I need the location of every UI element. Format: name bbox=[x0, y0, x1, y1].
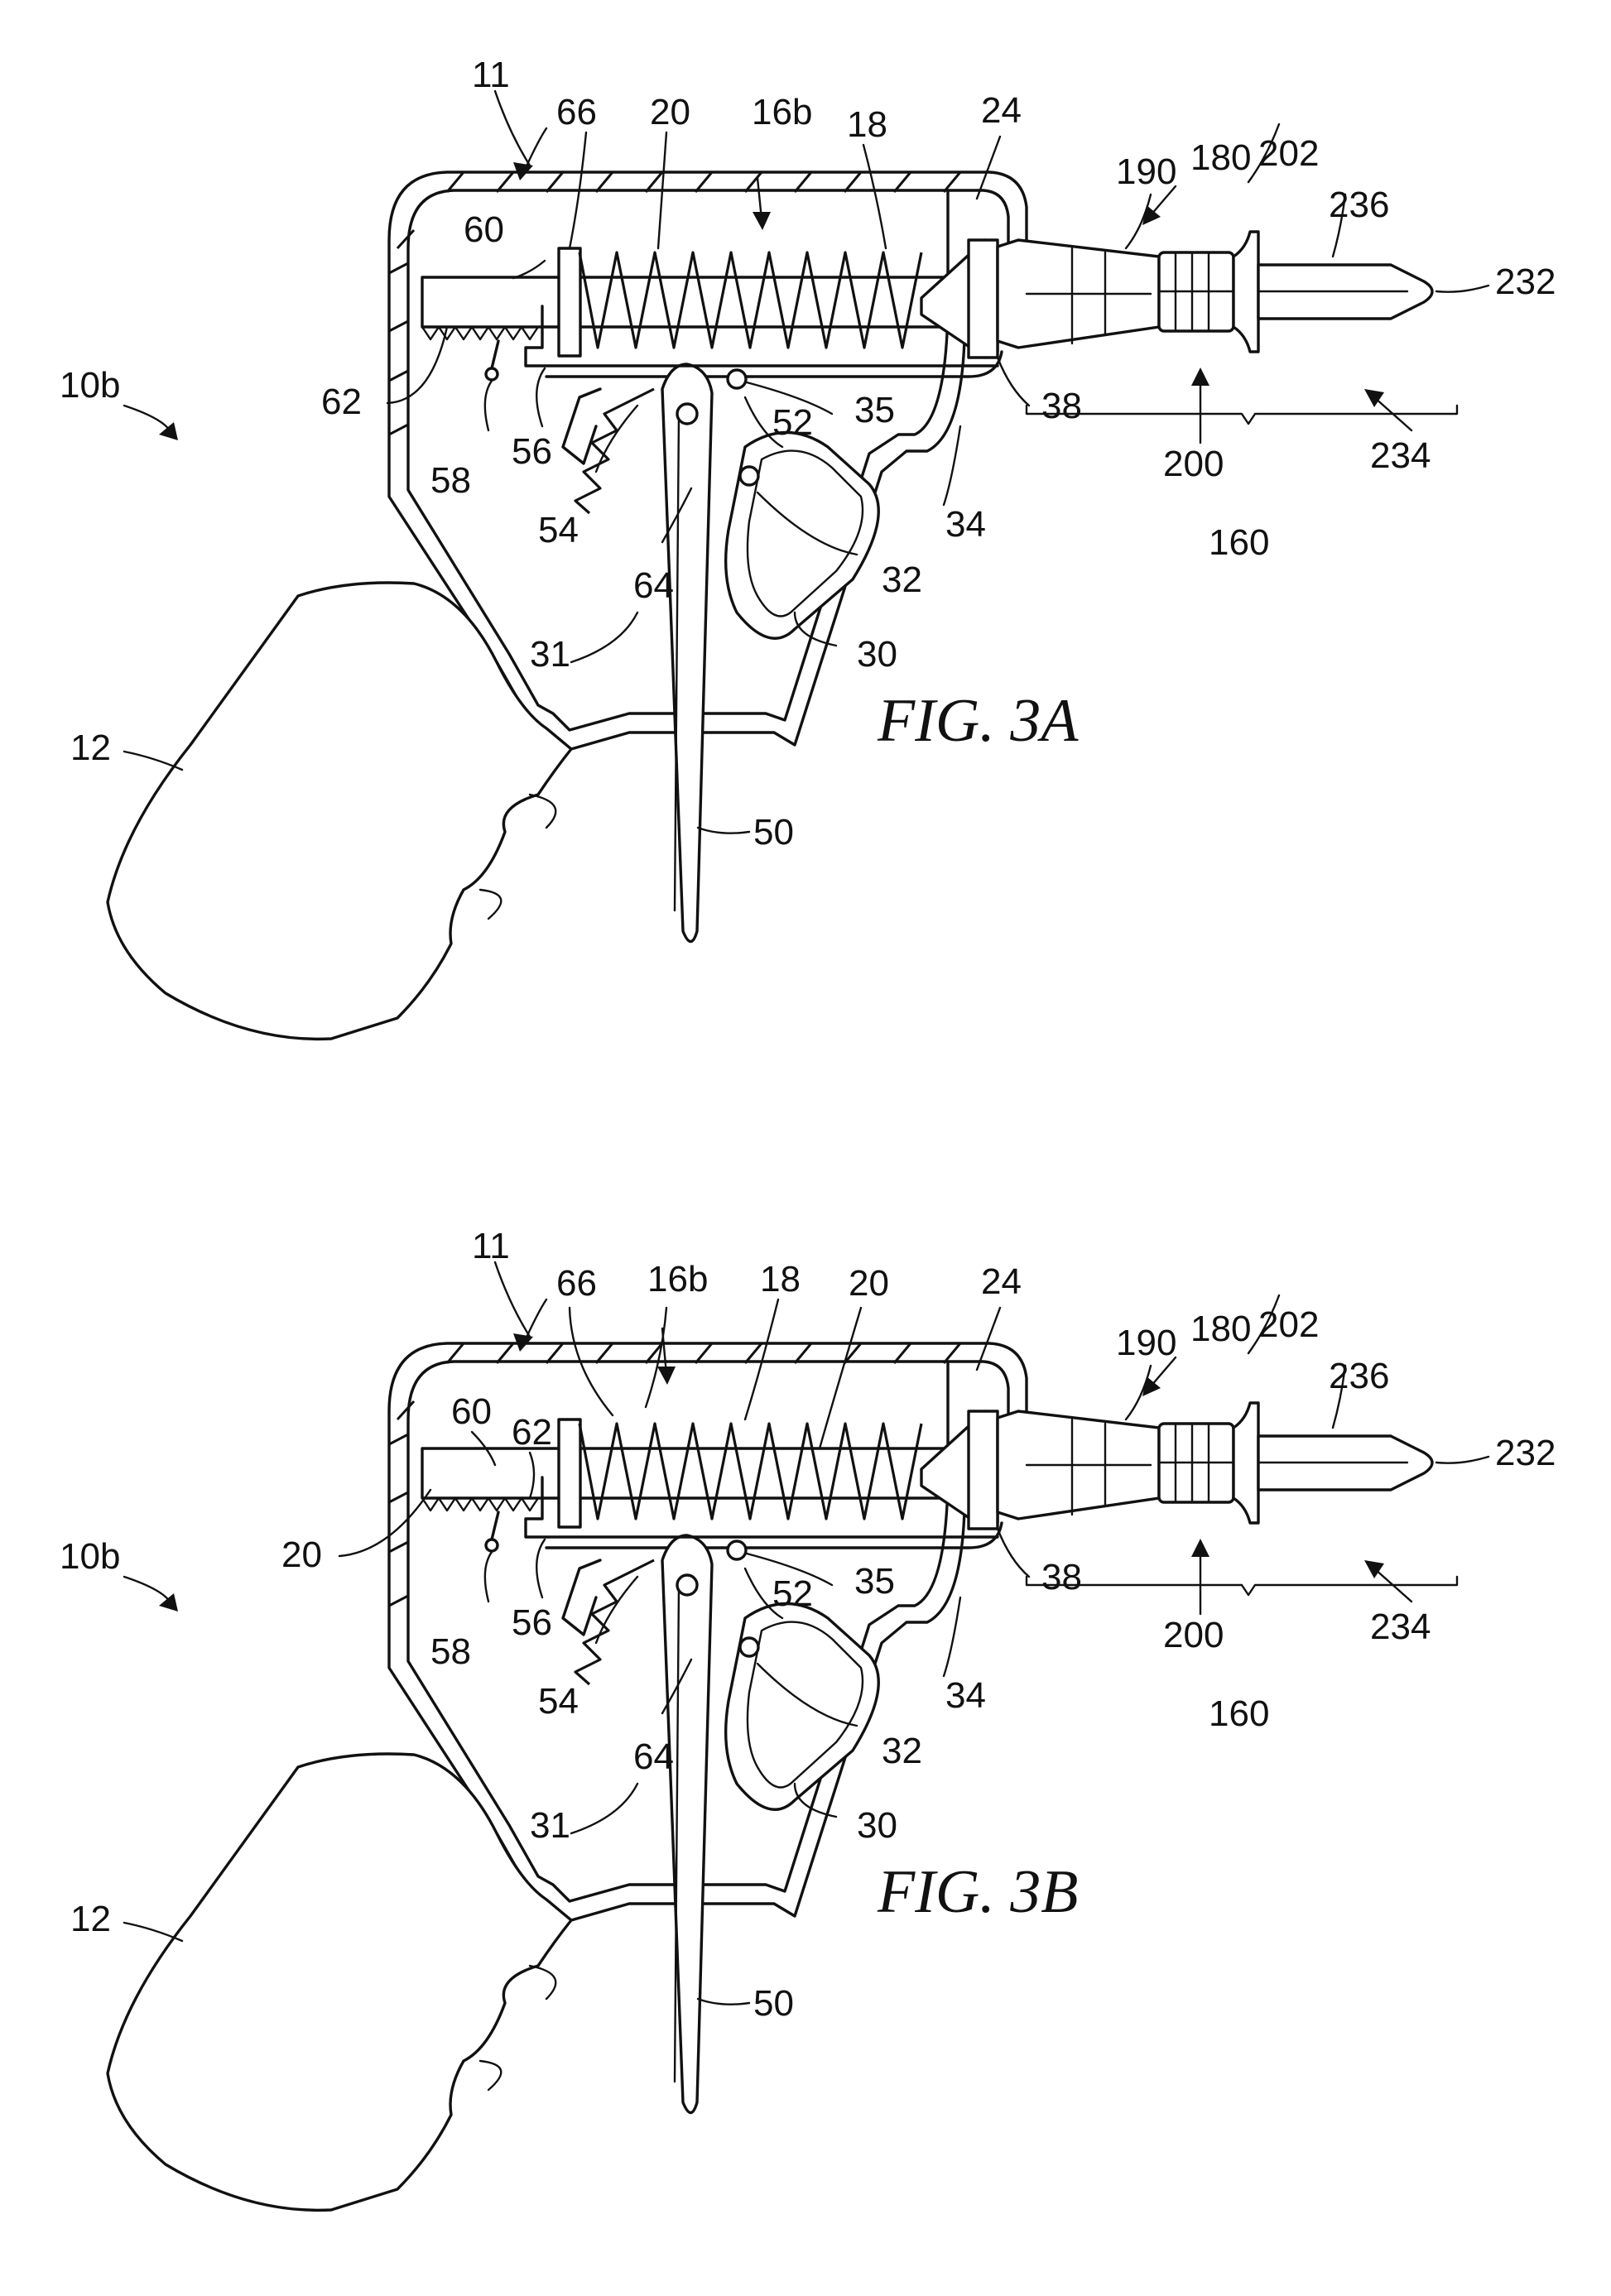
label-11: 11 bbox=[472, 55, 510, 95]
label-50: 50 bbox=[753, 1983, 794, 2024]
label-62: 62 bbox=[512, 1412, 552, 1453]
label-60: 60 bbox=[451, 1391, 492, 1432]
label-20: 20 bbox=[281, 1535, 322, 1575]
label-34: 34 bbox=[945, 1675, 986, 1716]
label-190: 190 bbox=[1116, 151, 1176, 192]
label-160: 160 bbox=[1209, 522, 1269, 563]
label-66: 66 bbox=[556, 1263, 597, 1304]
label-34: 34 bbox=[945, 504, 986, 545]
label-24: 24 bbox=[981, 90, 1022, 131]
label-54: 54 bbox=[538, 510, 579, 550]
label-10b: 10b bbox=[60, 365, 120, 406]
label-12: 12 bbox=[70, 728, 111, 768]
label-180: 180 bbox=[1190, 1309, 1251, 1349]
label-160: 160 bbox=[1209, 1693, 1269, 1734]
label-18: 18 bbox=[847, 104, 887, 145]
label-232: 232 bbox=[1495, 262, 1556, 302]
label-32: 32 bbox=[882, 560, 922, 600]
drill-device-drawing bbox=[106, 1342, 1459, 2212]
drill-device-drawing bbox=[106, 171, 1459, 1041]
label-180: 180 bbox=[1190, 137, 1251, 178]
label-232: 232 bbox=[1495, 1433, 1556, 1473]
label-234: 234 bbox=[1370, 1607, 1431, 1647]
label-10b: 10b bbox=[60, 1536, 120, 1577]
label-11: 11 bbox=[472, 1226, 510, 1266]
label-18: 18 bbox=[760, 1259, 801, 1299]
figure-caption: FIG. 3A bbox=[877, 687, 1079, 755]
label-56: 56 bbox=[512, 1602, 552, 1643]
label-236: 236 bbox=[1329, 1356, 1389, 1396]
figure-3b: 11 66 16b 18 20 24 190 180 202 236 232 6… bbox=[60, 1226, 1556, 2212]
label-52: 52 bbox=[772, 1573, 813, 1614]
label-20: 20 bbox=[849, 1263, 889, 1304]
label-236: 236 bbox=[1329, 185, 1389, 225]
label-38: 38 bbox=[1041, 1557, 1082, 1597]
label-16b: 16b bbox=[752, 92, 812, 132]
label-16b: 16b bbox=[647, 1259, 708, 1299]
label-20: 20 bbox=[650, 92, 690, 132]
label-202: 202 bbox=[1258, 133, 1319, 174]
label-200: 200 bbox=[1163, 1615, 1224, 1655]
label-24: 24 bbox=[981, 1261, 1022, 1302]
label-31: 31 bbox=[530, 634, 570, 675]
label-64: 64 bbox=[633, 565, 674, 606]
label-12: 12 bbox=[70, 1899, 111, 1939]
label-190: 190 bbox=[1116, 1323, 1176, 1363]
label-50: 50 bbox=[753, 812, 794, 853]
label-66: 66 bbox=[556, 92, 597, 132]
label-31: 31 bbox=[530, 1805, 570, 1846]
label-64: 64 bbox=[633, 1736, 674, 1777]
label-202: 202 bbox=[1258, 1304, 1319, 1345]
label-234: 234 bbox=[1370, 435, 1431, 476]
label-30: 30 bbox=[857, 1805, 897, 1846]
label-200: 200 bbox=[1163, 444, 1224, 484]
label-32: 32 bbox=[882, 1731, 922, 1771]
label-38: 38 bbox=[1041, 386, 1082, 426]
label-58: 58 bbox=[430, 460, 471, 501]
label-30: 30 bbox=[857, 634, 897, 675]
label-58: 58 bbox=[430, 1631, 471, 1672]
figure-caption: FIG. 3B bbox=[877, 1858, 1079, 1926]
label-52: 52 bbox=[772, 402, 813, 443]
label-56: 56 bbox=[512, 431, 552, 472]
label-60: 60 bbox=[464, 209, 504, 250]
figure-3a: 11 66 20 16b 18 24 190 180 202 236 232 6… bbox=[60, 55, 1556, 1041]
label-35: 35 bbox=[854, 1561, 895, 1602]
label-62: 62 bbox=[321, 382, 362, 422]
label-35: 35 bbox=[854, 390, 895, 430]
label-54: 54 bbox=[538, 1681, 579, 1722]
